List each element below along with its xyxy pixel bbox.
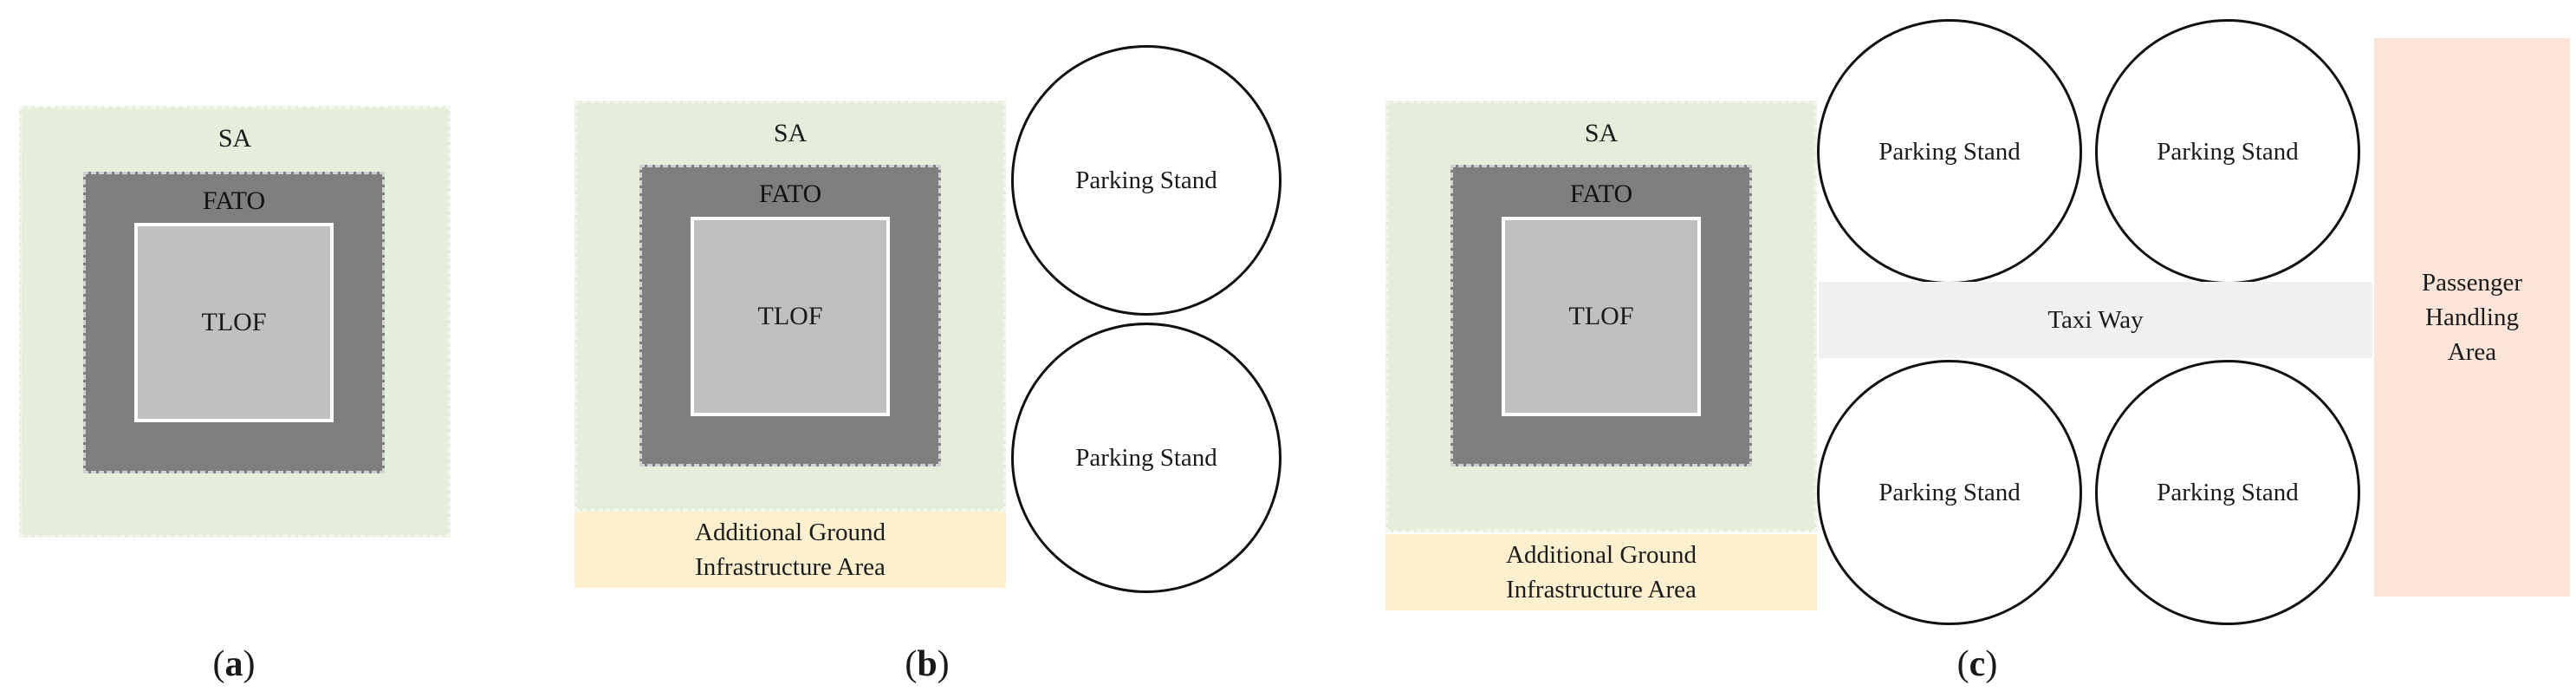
- panel-b-parking-stand-1-label: Parking Stand: [1075, 166, 1217, 194]
- panel-b-parking-stand-2: Parking Stand: [1011, 323, 1282, 593]
- panel-c-passenger-label-line3: Area: [2447, 338, 2497, 366]
- panel-c-passenger-label-line2: Handling: [2425, 303, 2519, 331]
- panel-a-sa-label: SA: [217, 124, 252, 153]
- panel-c-ground-label-line1: Additional Ground: [1506, 541, 1697, 569]
- panel-c-taxiway: Taxi Way: [1819, 282, 2372, 358]
- panel-c-parking-stand-2-label: Parking Stand: [2157, 138, 2299, 166]
- panel-c-parking-stand-3-label: Parking Stand: [1878, 479, 2021, 506]
- panel-a-caption: (a): [212, 644, 256, 684]
- panel-b-parking-stand-2-label: Parking Stand: [1075, 444, 1217, 472]
- panel-b-tlof-label: TLOF: [757, 302, 823, 330]
- panel-c-parking-stand-4: Parking Stand: [2095, 360, 2360, 625]
- panel-c-parking-stand-1-label: Parking Stand: [1878, 138, 2021, 166]
- panel-b-ground-label-line2: Infrastructure Area: [695, 553, 886, 581]
- panel-c-parking-stand-4-label: Parking Stand: [2157, 479, 2299, 506]
- panel-c-parking-stand-3: Parking Stand: [1817, 360, 2082, 625]
- panel-c-passenger-label-line1: Passenger: [2422, 269, 2522, 297]
- panel-b-sa-label: SA: [773, 119, 808, 147]
- panel-c-tlof-label: TLOF: [1568, 302, 1634, 330]
- panel-a-fato-label: FATO: [202, 186, 266, 215]
- panel-a-tlof-label: TLOF: [201, 308, 267, 336]
- panel-c-caption: (c): [1956, 644, 1998, 684]
- panel-c-fato-label: FATO: [1569, 179, 1633, 208]
- panel-c-parking-stand-2: Parking Stand: [2095, 19, 2360, 284]
- panel-c-passenger-handling-area: Passenger Handling Area: [2374, 38, 2570, 597]
- panel-b-ground-infrastructure-area: Additional Ground Infrastructure Area: [574, 512, 1006, 588]
- panel-b-parking-stand-1: Parking Stand: [1011, 45, 1282, 316]
- panel-c-sa-label: SA: [1584, 119, 1619, 147]
- panel-b-fato-label: FATO: [758, 179, 822, 208]
- panel-c-parking-stand-1: Parking Stand: [1817, 19, 2082, 284]
- panel-b-tlof: TLOF: [691, 217, 890, 416]
- panel-c-ground-infrastructure-area: Additional Ground Infrastructure Area: [1385, 534, 1817, 610]
- panel-c-ground-label-line2: Infrastructure Area: [1506, 576, 1697, 603]
- panel-b-ground-label-line1: Additional Ground: [695, 519, 886, 546]
- panel-a-tlof: TLOF: [134, 223, 334, 422]
- panel-c-tlof: TLOF: [1502, 217, 1701, 416]
- panel-c-taxiway-label: Taxi Way: [2047, 305, 2144, 334]
- panel-b-caption: (b): [905, 644, 950, 684]
